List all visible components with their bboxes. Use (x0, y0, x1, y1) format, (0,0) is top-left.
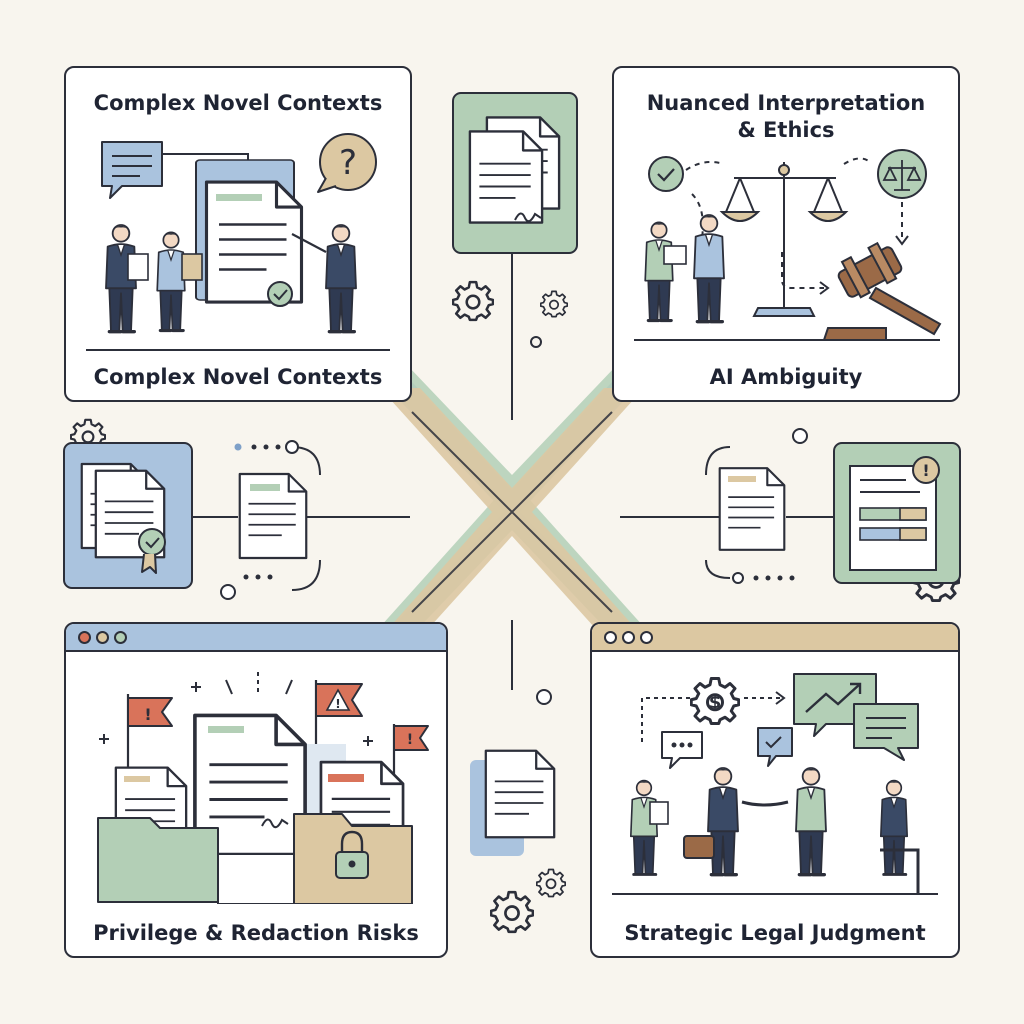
small-dot-icon (530, 336, 542, 348)
speech-bubble-icon (101, 141, 163, 199)
left-certified-document-card (63, 442, 193, 589)
ethics-scales-gavel-illustration (634, 149, 942, 341)
panel-caption: Privilege & Redaction Risks (93, 921, 419, 945)
green-folder-icon (97, 817, 219, 903)
person-woman (643, 220, 675, 323)
document-stack (195, 159, 304, 307)
panel-nuanced-interpretation: Nuanced Interpretation & Ethics (612, 66, 960, 402)
flagged-folders-illustration: ! ! ! (97, 672, 429, 904)
balance-scales-icon (719, 162, 849, 317)
stool-icon (880, 848, 920, 894)
certificate-seal-icon (138, 528, 166, 556)
clipboard-icon (181, 253, 203, 281)
alert-icon (912, 456, 940, 484)
central-x-ribbons (310, 300, 714, 705)
scales-badge-icon (877, 149, 927, 199)
document-bubble-icon (853, 703, 919, 761)
person-woman-left (628, 778, 660, 877)
clipboard-icon (127, 253, 149, 281)
window-dot-icon (622, 631, 635, 644)
panel-caption: Strategic Legal Judgment (624, 921, 926, 945)
right-floating-document (718, 467, 786, 551)
svg-text:!: ! (144, 705, 151, 724)
signature-icon (514, 212, 542, 223)
tablet-icon (663, 245, 687, 265)
window-dot-icon (640, 631, 653, 644)
chat-bubble-icon (661, 731, 703, 769)
check-bubble-icon (757, 727, 793, 767)
person-man (692, 213, 726, 324)
signature-icon (261, 818, 289, 829)
red-flag-icon: ! (392, 724, 429, 794)
window-dot-icon (604, 631, 617, 644)
negotiation-handshake-illustration: $ (612, 673, 938, 895)
gear-icon (452, 280, 494, 322)
bottom-center-document (470, 749, 556, 856)
panel-title-line-1: Nuanced Interpretation (646, 91, 926, 115)
dollar-gear-icon: $ (690, 677, 740, 725)
handshake-icon (741, 800, 789, 807)
briefcase-icon (683, 835, 715, 859)
panel-complex-novel-contexts: Complex Novel Contexts ? Complex Novel (64, 66, 412, 402)
warning-flag-icon: ! (314, 680, 363, 774)
svg-text:!: ! (335, 697, 340, 711)
gear-icon (490, 890, 534, 934)
dot-trails (234, 443, 795, 581)
person-presenter (324, 223, 358, 334)
panel-caption: AI Ambiguity (709, 365, 863, 389)
right-alert-document-card: ! (833, 442, 961, 584)
panel-title-line-2: & Ethics (737, 118, 835, 142)
connector-lines (192, 252, 834, 705)
locked-folder-icon (293, 813, 413, 904)
gavel-icon (822, 241, 942, 341)
window-dot-icon (114, 631, 127, 644)
pointer-icon (291, 233, 327, 253)
window-dot-icon (96, 631, 109, 644)
check-circle-icon (648, 156, 684, 192)
person-woman (155, 230, 187, 333)
svg-text:?: ? (339, 143, 357, 183)
gear-icon (536, 868, 566, 898)
top-center-document-card (452, 92, 578, 254)
panel-caption: Complex Novel Contexts (93, 365, 383, 389)
team-reviewing-document-illustration: ? (86, 133, 390, 351)
panel-privilege-redaction: ! ! ! Privilege & Redac (64, 622, 448, 958)
person-man-handshake-right (796, 768, 826, 875)
panel-strategic-judgment: $ Strategic L (590, 622, 960, 958)
svg-text:$: $ (709, 692, 722, 713)
window-dot-icon (78, 631, 91, 644)
window-title-bar (66, 624, 446, 652)
question-bubble-icon: ? (317, 133, 377, 193)
window-title-bar (592, 624, 958, 652)
panel-title: Complex Novel Contexts (93, 91, 383, 115)
check-circle-icon (267, 281, 293, 307)
left-floating-document (238, 472, 308, 560)
svg-text:!: ! (407, 732, 413, 748)
person-woman-seated (878, 778, 910, 877)
clipboard-icon (649, 801, 669, 825)
gear-icon (540, 290, 568, 318)
alert-glyph: ! (922, 461, 929, 480)
